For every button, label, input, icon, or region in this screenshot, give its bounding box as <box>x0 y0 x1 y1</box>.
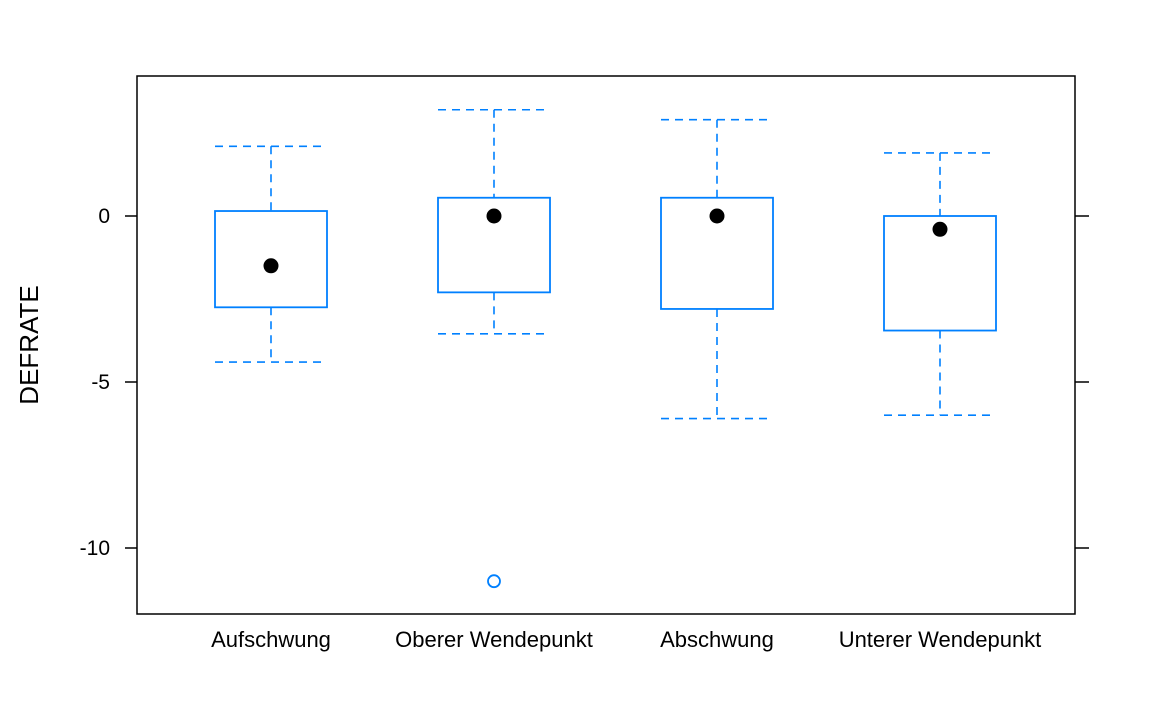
y-tick-label: 0 <box>98 205 110 228</box>
x-axis: Aufschwung Oberer Wendepunkt Abschwung Unte… <box>211 627 1041 652</box>
median-dot <box>486 208 502 224</box>
plot-frame <box>136 75 1076 615</box>
x-category-label: Oberer Wendepunkt <box>395 627 593 652</box>
median-dot <box>263 258 279 274</box>
outlier-point <box>487 574 501 589</box>
box-4 <box>883 152 997 417</box>
box-1 <box>214 145 328 363</box>
boxes-group <box>214 108 997 589</box>
y-axis: 0 -5 -10 <box>80 205 1089 560</box>
x-category-label: Unterer Wendepunkt <box>839 627 1042 652</box>
y-tick-label: -5 <box>91 371 110 394</box>
box-3 <box>660 118 774 420</box>
x-category-label: Abschwung <box>660 627 774 652</box>
x-category-label: Aufschwung <box>211 627 331 652</box>
y-tick-label: -10 <box>80 537 110 560</box>
median-dot <box>932 221 948 237</box>
box-2 <box>437 108 551 589</box>
median-dot <box>709 208 725 224</box>
y-axis-title: DEFRATE <box>14 285 44 404</box>
